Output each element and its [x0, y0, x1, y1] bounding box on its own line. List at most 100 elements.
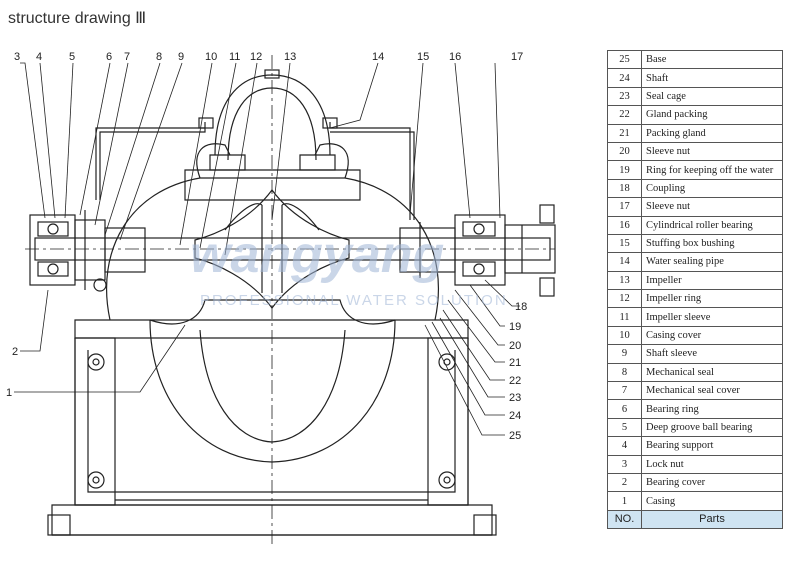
callout-17: 17 [511, 51, 523, 63]
callout-21: 21 [509, 357, 521, 369]
callout-22: 22 [509, 375, 521, 387]
part-number: 1 [607, 491, 642, 511]
part-number: 14 [607, 252, 642, 272]
part-name: Mechanical seal cover [641, 381, 783, 401]
part-name: Shaft [641, 68, 783, 88]
callout-9: 9 [178, 51, 184, 63]
part-number: 13 [607, 270, 642, 291]
part-number: 10 [607, 325, 642, 346]
callout-2: 2 [12, 346, 18, 358]
part-number: 17 [607, 197, 642, 217]
part-number: 24 [607, 68, 642, 88]
part-number: 7 [607, 381, 642, 401]
right-bearing-assembly [399, 214, 506, 286]
casing-body [106, 143, 439, 463]
watermark-brand: wangyang [190, 226, 444, 284]
callout-11: 11 [229, 51, 240, 63]
callout-23: 23 [509, 392, 521, 404]
part-name: Impeller [641, 270, 783, 291]
part-name: Cylindrical roller bearing [641, 215, 783, 235]
pump-structure-drawing: 3 4 5 6 7 8 9 10 11 12 13 14 15 16 17 2 … [6, 51, 556, 548]
part-number: 4 [607, 436, 642, 456]
part-name: Shaft sleeve [641, 344, 783, 364]
part-name: Impeller sleeve [641, 307, 783, 327]
part-number: 12 [607, 289, 642, 309]
part-name: Impeller ring [641, 289, 783, 309]
part-number: 5 [607, 417, 642, 438]
callout-3: 3 [14, 51, 20, 63]
callout-4: 4 [36, 51, 42, 63]
brand-watermark: wangyang PROFESSIONAL WATER SOLUTION [190, 226, 508, 309]
part-name: Mechanical seal [641, 362, 783, 383]
callout-8: 8 [156, 51, 162, 63]
part-number: 9 [607, 344, 642, 364]
part-number: 18 [607, 178, 642, 199]
callout-18: 18 [515, 301, 527, 313]
callout-15: 15 [417, 51, 429, 63]
part-name: Seal cage [641, 86, 783, 107]
callout-6: 6 [106, 51, 112, 63]
part-name: Bearing cover [641, 472, 783, 493]
part-name: Lock nut [641, 454, 783, 474]
part-number: 25 [607, 49, 642, 70]
part-name: Coupling [641, 178, 783, 199]
part-name: Casing [641, 491, 783, 511]
part-name: Base [641, 49, 783, 70]
left-bearing-assembly [29, 210, 146, 292]
watermark-tagline: PROFESSIONAL WATER SOLUTION [200, 292, 508, 309]
part-name: Packing gland [641, 123, 783, 143]
part-number: 22 [607, 105, 642, 125]
casing-cover-dome [184, 69, 361, 201]
part-number: 15 [607, 233, 642, 254]
impeller [194, 188, 350, 310]
callout-13: 13 [284, 51, 296, 63]
callout-19: 19 [509, 321, 521, 333]
callout-20: 20 [509, 340, 521, 352]
part-number: 19 [607, 160, 642, 180]
header-parts: Parts [641, 509, 783, 530]
table-header-row: NO.Parts [607, 509, 783, 530]
part-name: Stuffing box bushing [641, 233, 783, 254]
base-frame [47, 319, 497, 536]
part-name: Bearing support [641, 436, 783, 456]
callout-numbers: 3 4 5 6 7 8 9 10 11 12 13 14 15 16 17 2 … [6, 51, 527, 442]
part-name: Deep groove ball bearing [641, 417, 783, 438]
part-number: 3 [607, 454, 642, 474]
part-number: 6 [607, 399, 642, 419]
callout-14: 14 [372, 51, 384, 63]
part-number: 11 [607, 307, 642, 327]
part-name: Sleeve nut [641, 141, 783, 162]
callout-24: 24 [509, 410, 521, 422]
header-no: NO. [607, 509, 642, 530]
part-name: Casing cover [641, 325, 783, 346]
part-number: 21 [607, 123, 642, 143]
part-name: Bearing ring [641, 399, 783, 419]
part-name: Sleeve nut [641, 197, 783, 217]
callout-1: 1 [6, 387, 12, 399]
water-sealing-pipe [95, 117, 415, 220]
callout-16: 16 [449, 51, 461, 63]
